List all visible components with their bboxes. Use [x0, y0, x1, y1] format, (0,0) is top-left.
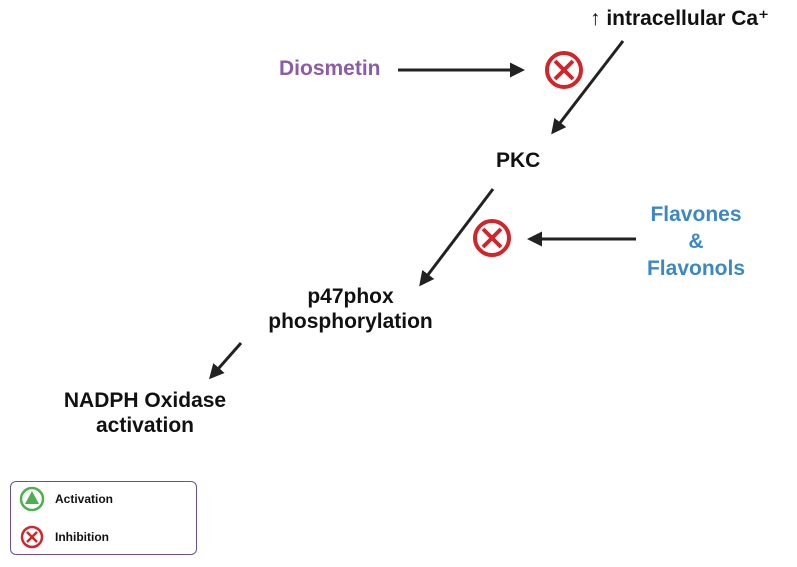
calcium-node: ↑ intracellular Ca⁺ [590, 7, 770, 30]
legend: Activation Inhibition [10, 481, 197, 555]
inhibition-icon [20, 525, 44, 549]
arrow-pkc-to-p47phox [419, 188, 495, 287]
p47phox-node: p47phox phosphorylation [268, 284, 433, 334]
p47phox-line2: phosphorylation [268, 310, 433, 334]
legend-inhibition: Inhibition [19, 524, 109, 550]
diosmetin-label: Diosmetin [279, 57, 381, 80]
inhibition-icon [473, 219, 511, 257]
nadph-oxidase-node: NADPH Oxidase activation [50, 388, 240, 438]
p47phox-line1: p47phox [307, 285, 394, 308]
legend-activation: Activation [19, 486, 113, 512]
flavones-line2: & [688, 230, 704, 253]
flavones-line1: Flavones [650, 203, 742, 226]
arrow-calcium-to-pkc [551, 40, 625, 135]
activation-icon [19, 486, 45, 512]
nadph-line1: NADPH Oxidase [63, 389, 227, 412]
nadph-line2: activation [95, 414, 195, 438]
arrow-p47phox-to-nadph [209, 342, 243, 380]
flavones-flavonols-label: Flavones & Flavonols [632, 201, 760, 282]
legend-inhibition-label: Inhibition [55, 530, 109, 544]
legend-activation-label: Activation [55, 492, 114, 506]
flavones-line3: Flavonols [646, 257, 746, 280]
inhibition-icon [545, 51, 583, 89]
pkc-node: PKC [496, 149, 541, 172]
